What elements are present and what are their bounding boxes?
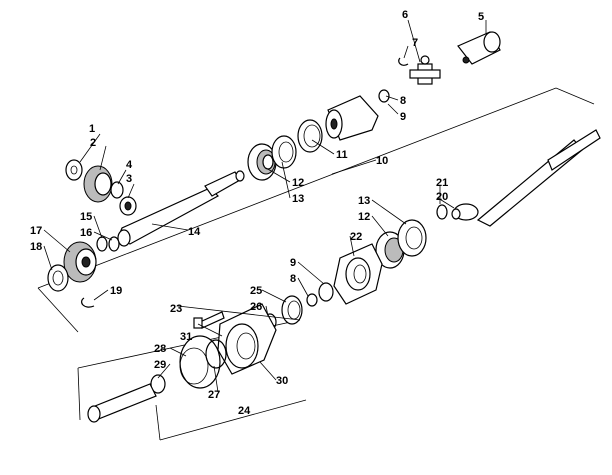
pinion-gear-2 (83, 165, 113, 203)
part-label-30: 30 (276, 375, 288, 387)
washer-1 (65, 159, 83, 181)
cross-journal-6 (409, 55, 441, 85)
washer-15 (96, 236, 108, 252)
washer-8-top (378, 89, 390, 103)
washer-8-mid (306, 293, 318, 307)
seal-13-mid (397, 219, 427, 257)
seal-13-top (271, 135, 297, 169)
drive-shaft-14 (117, 170, 245, 247)
bearing-18 (47, 264, 69, 292)
collar-16 (108, 236, 120, 252)
washer-4 (110, 181, 124, 199)
part-label-13-top: 13 (292, 193, 304, 205)
output-shaft (453, 129, 601, 227)
part-label-24: 24 (238, 405, 251, 417)
part-label-2: 2 (90, 137, 96, 149)
boot-clamp-27 (205, 339, 227, 369)
shaft-seal-20 (451, 208, 461, 220)
part-label-6: 6 (402, 9, 408, 21)
nut-3 (119, 196, 137, 216)
clamp-29 (150, 374, 166, 394)
cv-housing-30 (217, 303, 277, 375)
ring-11 (297, 119, 323, 153)
part-label-19: 19 (110, 285, 122, 297)
axle-shaft (87, 383, 157, 423)
yoke-5 (457, 31, 501, 65)
part-label-13-mid: 13 (358, 195, 370, 207)
part-label-8-mid: 8 (290, 273, 296, 285)
part-label-8-top: 8 (400, 95, 406, 107)
bolt-31 (193, 311, 225, 329)
part-label-26: 26 (250, 301, 262, 313)
gear-17 (63, 241, 97, 283)
part-label-23: 23 (170, 303, 182, 315)
part-label-31: 31 (180, 331, 192, 343)
part-label-3: 3 (126, 173, 132, 185)
part-label-14: 14 (188, 226, 201, 238)
upper-panel-outline (37, 87, 595, 333)
part-label-15: 15 (80, 211, 92, 223)
part-label-9-top: 9 (400, 111, 406, 123)
part-label-7: 7 (412, 37, 418, 49)
part-label-29: 29 (154, 359, 166, 371)
part-label-11: 11 (336, 149, 348, 161)
boot-28 (179, 335, 221, 389)
part-label-20: 20 (436, 191, 448, 203)
leader-lines (43, 19, 487, 393)
part-label-21: 21 (436, 177, 448, 189)
part-label-12-top: 12 (292, 177, 304, 189)
flange-housing-22 (333, 243, 383, 305)
part-label-1: 1 (89, 123, 95, 135)
part-label-9-mid: 9 (290, 257, 296, 269)
part-label-22: 22 (350, 231, 362, 243)
part-labels: 1 2 3 4 5 6 7 8 9 10 11 12 13 14 15 16 1… (30, 9, 484, 417)
part-label-17: 17 (30, 225, 42, 237)
part-label-25: 25 (250, 285, 262, 297)
yoke-10 (325, 95, 379, 141)
part-label-16: 16 (80, 227, 92, 239)
part-label-10: 10 (376, 155, 388, 167)
snap-ring-7 (398, 57, 409, 66)
o-ring-21 (436, 204, 448, 220)
part-label-18: 18 (30, 241, 42, 253)
part-label-5: 5 (478, 11, 484, 23)
part-label-12-mid: 12 (358, 211, 370, 223)
part-label-27: 27 (208, 389, 220, 401)
snap-ring-19 (81, 297, 95, 308)
part-label-4: 4 (126, 159, 133, 171)
part-label-28: 28 (154, 343, 166, 355)
washer-9-mid (318, 282, 334, 302)
